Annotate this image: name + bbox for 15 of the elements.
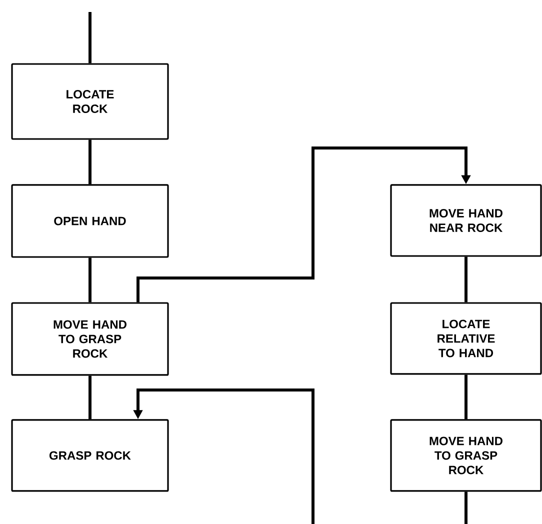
connector-line xyxy=(464,492,468,524)
process-box: OPEN HAND xyxy=(11,184,169,258)
connector-line xyxy=(464,374,468,420)
process-box: MOVE HAND NEAR ROCK xyxy=(390,184,542,257)
connector-line xyxy=(88,376,92,420)
process-box: MOVE HAND TO GRASP ROCK xyxy=(390,419,542,492)
connector-line xyxy=(88,140,92,184)
connector-line xyxy=(464,256,468,302)
process-box: LOCATE RELATIVE TO HAND xyxy=(390,302,542,375)
process-box: GRASP ROCK xyxy=(11,419,169,492)
arrow xyxy=(136,146,471,302)
process-box: LOCATE ROCK xyxy=(11,63,169,140)
connector-line xyxy=(88,12,92,64)
connector-line xyxy=(88,258,92,302)
process-box: MOVE HAND TO GRASP ROCK xyxy=(11,302,169,376)
